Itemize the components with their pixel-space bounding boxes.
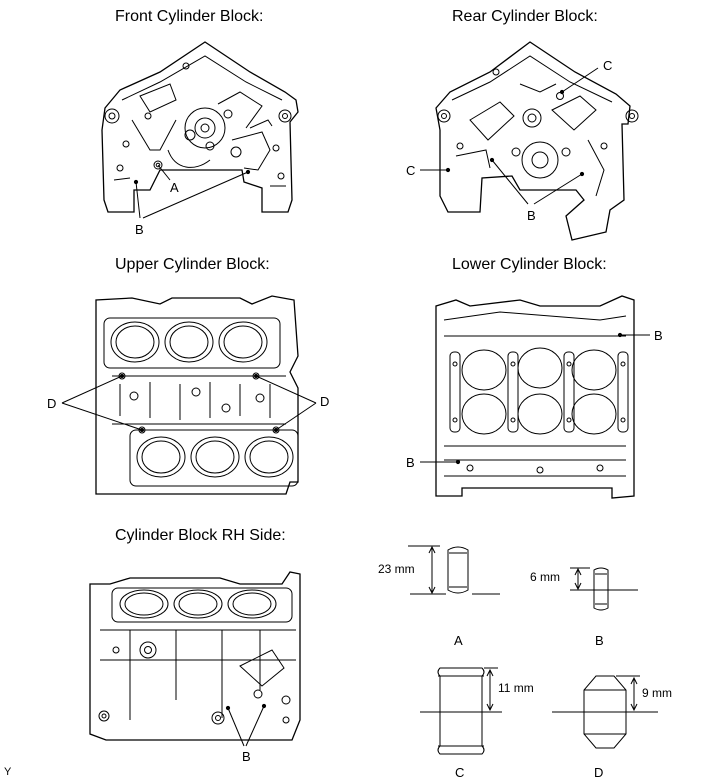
title-upper-cylinder-block: Upper Cylinder Block:: [115, 256, 270, 273]
pin-d-drawing: [552, 675, 658, 749]
pin-a-length: 23 mm: [378, 562, 415, 576]
upper-cylinder-block-drawing: [95, 295, 299, 495]
pin-c-label: C: [455, 765, 465, 780]
callout-upper-d-left: D: [47, 396, 57, 411]
title-lower-cylinder-block: Lower Cylinder Block:: [452, 256, 607, 273]
callout-rear-c-left: C: [406, 163, 416, 178]
pin-a-label: A: [454, 633, 463, 648]
pin-b-label: B: [595, 633, 604, 648]
corner-mark: Y: [4, 766, 12, 778]
pin-c-length: 11 mm: [498, 681, 534, 695]
callout-rear-b: B: [527, 208, 536, 223]
callout-upper-d-right: D: [320, 394, 330, 409]
title-cylinder-block-rh-side: Cylinder Block RH Side:: [115, 527, 286, 544]
pin-d-length: 9 mm: [642, 686, 672, 700]
front-cylinder-block-drawing: [101, 41, 299, 213]
callout-front-b: B: [135, 222, 144, 237]
pin-b-drawing: [570, 567, 638, 611]
rh-side-cylinder-block-drawing: [89, 571, 301, 741]
callout-lower-b-top: B: [654, 328, 663, 343]
callout-front-a: A: [170, 180, 179, 195]
pin-a-drawing: [408, 545, 500, 595]
pin-c-drawing: [420, 667, 502, 755]
callout-lower-b-left: B: [406, 455, 415, 470]
title-rear-cylinder-block: Rear Cylinder Block:: [452, 8, 598, 25]
callout-rh-b: B: [242, 749, 251, 764]
pin-b-length: 6 mm: [530, 570, 560, 584]
rear-cylinder-block-drawing: [435, 41, 639, 241]
callout-rear-c-top: C: [603, 58, 613, 73]
lower-cylinder-block-drawing: [435, 295, 635, 499]
title-front-cylinder-block: Front Cylinder Block:: [115, 8, 264, 25]
pin-d-label: D: [594, 765, 604, 780]
